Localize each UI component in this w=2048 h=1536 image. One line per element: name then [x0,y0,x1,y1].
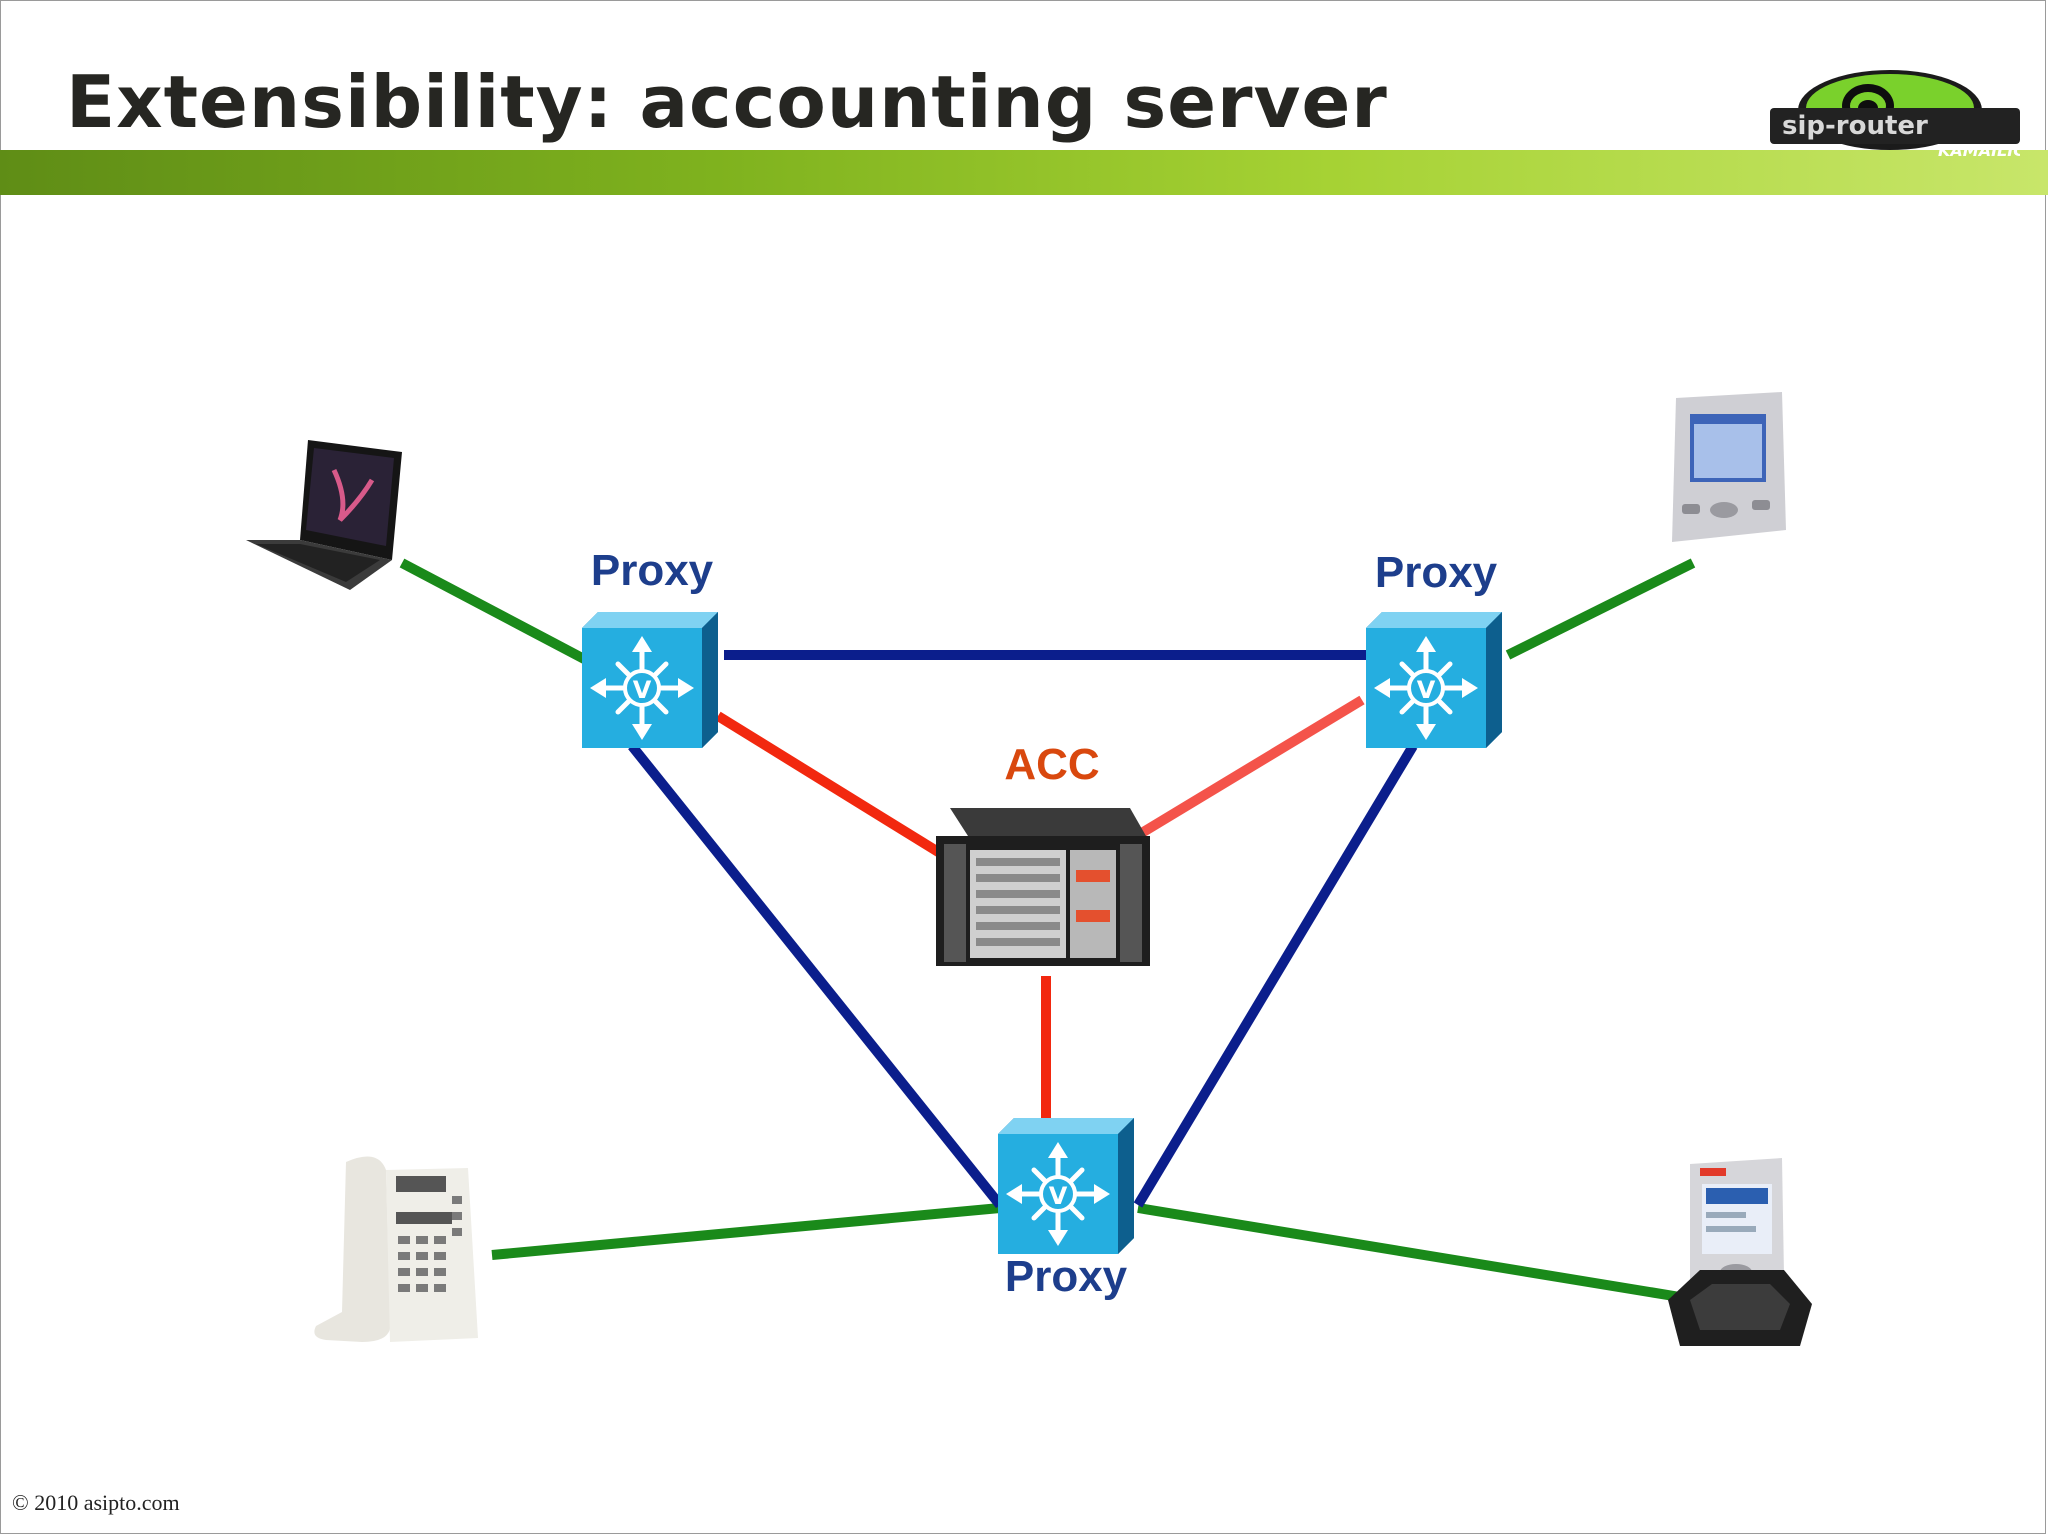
link-proxy-right-proxy-bottom [1133,743,1418,1208]
link-desk-phone-proxy-bottom [491,1203,1001,1260]
sip-router-logo-icon: sip-router KAMAILIO [1770,70,2020,160]
link-proxy-right-pda-top [1505,558,1696,660]
link-proxy-left-acc [715,711,951,863]
slide-title: Extensibility: accounting server [66,60,1388,144]
proxy-left-router-icon [582,612,718,748]
link-proxy-left-proxy-bottom [628,742,1004,1209]
proxy-bottom-router-icon [998,1118,1134,1254]
proxy-right-router-icon [1366,612,1502,748]
pda-dock-icon [1668,1158,1812,1346]
link-laptop-proxy-left [399,558,589,665]
link-proxy-right-acc [1127,695,1365,845]
svg-text:KAMAILIO: KAMAILIO [1938,141,2020,160]
proxy-bottom-label: Proxy [1004,1252,1128,1301]
header-bar [0,150,2048,195]
pda-icon [1672,392,1786,542]
links [399,558,1696,1303]
acc-server-rack-icon [936,808,1150,966]
svg-text:sip-router: sip-router [1782,111,1928,141]
laptop-icon [246,440,402,590]
link-proxy-bottom-pda-dock [1137,1203,1687,1303]
copyright-footer: © 2010 asipto.com [12,1490,180,1515]
proxy-right-label: Proxy [1374,548,1498,597]
desk-phone-icon [314,1156,478,1342]
proxy-left-label: Proxy [590,546,714,595]
acc-label: ACC [1004,740,1100,789]
